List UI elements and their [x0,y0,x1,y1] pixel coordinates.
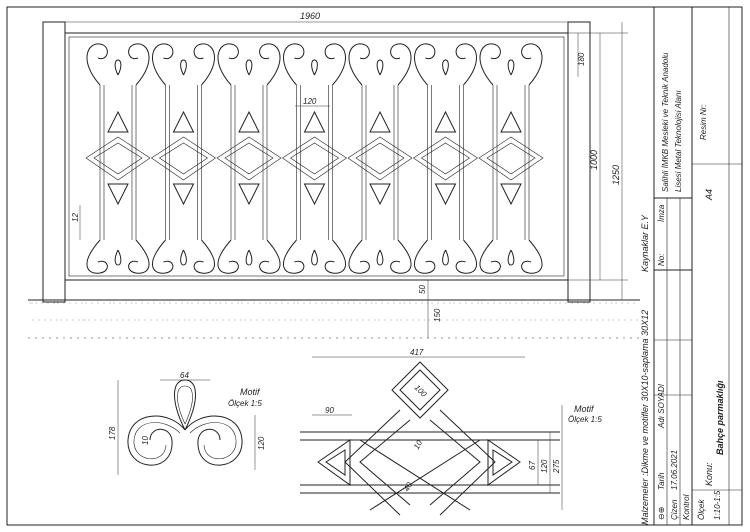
motif-right-dim-h2: 120 [540,459,549,473]
sources-note: Kaynaklar E.Y [640,214,650,272]
col-sign: İmza [657,204,666,222]
drawn-date: 17.06.2021 [670,450,679,490]
motif-right-title: Motif [574,404,595,414]
materials-note: Malzemeler :Dikme ve motifler 30X10-sapl… [640,310,650,525]
fence-pattern [85,43,544,274]
motif-right-drawing [300,356,563,516]
school-line2: Lisesi Metal Teknolojisi Alanı [674,90,683,192]
motif-right-dim-tri: 40 [402,480,415,493]
motif-left-dim-right: 120 [257,436,266,450]
scale-value: 1:10-1:5 [713,490,722,520]
motif-left-drawing [117,379,256,475]
dim-frame-bar: 12 [71,213,80,222]
motif-right-dim-h3: 275 [552,459,561,474]
dim-bar-spacing: 120 [303,97,317,106]
motif-left-dim-width: 64 [180,371,189,380]
projection-symbol: ⊖⊕ [657,507,666,520]
drawing-no-label: Resim Nr: [699,104,708,140]
row-drawn: Çizen [670,499,679,520]
motif-left-title: Motif [240,387,261,397]
col-date: Tarih [657,472,666,490]
dim-bottom-gap: 50 [418,285,427,294]
motif-left-scale: Ölçek 1:5 [228,399,262,408]
paper-size: A4 [704,189,714,201]
subject-label: Konu: [704,462,714,486]
dim-height-total: 1250 [611,165,621,185]
motif-right-dim-left: 90 [325,406,334,415]
school-line1: Salihli İMKB Mesleki ve Teknik Anadolu [661,52,670,192]
title-block [653,6,743,526]
col-name: Adı SOYADI [657,383,666,429]
col-no: No: [657,254,666,266]
dim-top-scroll: 180 [577,52,586,66]
scale-label: Ölçek [697,499,706,520]
motif-right-dim-h1: 67 [528,461,537,470]
subject: Bahçe parmaklığı [715,380,725,455]
motif-right-scale: Ölçek 1:5 [568,415,602,424]
dim-foundation: 150 [433,308,442,322]
fence-frame [64,32,569,281]
motif-right-dim-width: 417 [410,348,424,357]
dim-height-fence: 1000 [589,150,599,170]
motif-left-dim-radius: 10 [141,436,150,445]
ground [28,299,640,339]
row-control: Kontrol [682,494,691,520]
dimension-lines [65,21,628,338]
sheet-border [6,6,743,526]
motif-right-dim-square: 100 [413,383,429,399]
motif-left-dim-height: 178 [108,426,117,440]
dim-width-total: 1960 [300,11,320,21]
